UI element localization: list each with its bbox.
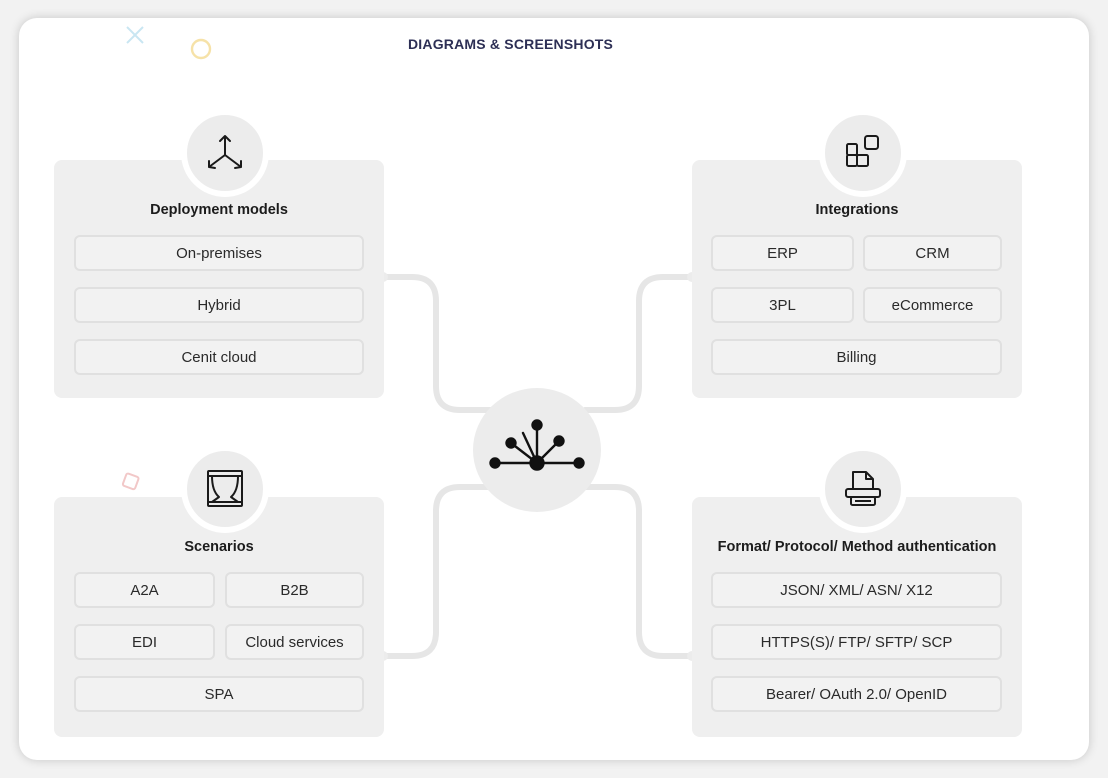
- expand-arrows-icon: [208, 135, 242, 169]
- integration-item-3pl[interactable]: 3PL: [711, 287, 854, 323]
- format-item-https-ftp[interactable]: HTTPS(S)/ FTP/ SFTP/ SCP: [711, 624, 1002, 660]
- decorative-circle-icon: [190, 38, 212, 60]
- integration-item-erp[interactable]: ERP: [711, 235, 854, 271]
- deployment-badge: [181, 109, 269, 197]
- integrations-title: Integrations: [815, 202, 899, 218]
- scenario-item-cloud-services[interactable]: Cloud services: [225, 624, 364, 660]
- scenario-item-spa[interactable]: SPA: [74, 676, 364, 712]
- scenario-item-a2a[interactable]: A2A: [74, 572, 215, 608]
- deployment-models-title: Deployment models: [150, 202, 288, 218]
- apps-grid-icon: [846, 135, 879, 167]
- deployment-models-panel: Deployment models On-premises Hybrid Cen…: [54, 160, 384, 398]
- integration-item-ecommerce[interactable]: eCommerce: [863, 287, 1002, 323]
- format-protocol-badge: [819, 445, 907, 533]
- format-protocol-panel: Format/ Protocol/ Method authentication …: [692, 497, 1022, 737]
- integrations-badge: [819, 109, 907, 197]
- integrations-panel: Integrations ERP CRM 3PL eCommerce Billi…: [692, 160, 1022, 398]
- decorative-cross-icon: [126, 26, 144, 44]
- format-item-bearer-oauth[interactable]: Bearer/ OAuth 2.0/ OpenID: [711, 676, 1002, 712]
- central-hub: [473, 388, 601, 512]
- stage-curtain-icon: [207, 470, 243, 507]
- deployment-item-hybrid[interactable]: Hybrid: [74, 287, 364, 323]
- deployment-item-cenit-cloud[interactable]: Cenit cloud: [74, 339, 364, 375]
- scenarios-badge: [181, 445, 269, 533]
- decorative-square-icon: [121, 472, 140, 491]
- document-printer-icon: [845, 471, 881, 506]
- deployment-item-on-premises[interactable]: On-premises: [74, 235, 364, 271]
- page-title: DIAGRAMS & SCREENSHOTS: [408, 36, 614, 52]
- integration-item-crm[interactable]: CRM: [863, 235, 1002, 271]
- integration-item-billing[interactable]: Billing: [711, 339, 1002, 375]
- scenario-item-edi[interactable]: EDI: [74, 624, 215, 660]
- format-item-json-xml[interactable]: JSON/ XML/ ASN/ X12: [711, 572, 1002, 608]
- scenario-item-b2b[interactable]: B2B: [225, 572, 364, 608]
- format-protocol-title: Format/ Protocol/ Method authentication: [717, 539, 997, 555]
- network-hub-icon: [489, 419, 585, 471]
- scenarios-title: Scenarios: [184, 539, 254, 555]
- scenarios-panel: Scenarios A2A B2B EDI Cloud services SPA: [54, 497, 384, 737]
